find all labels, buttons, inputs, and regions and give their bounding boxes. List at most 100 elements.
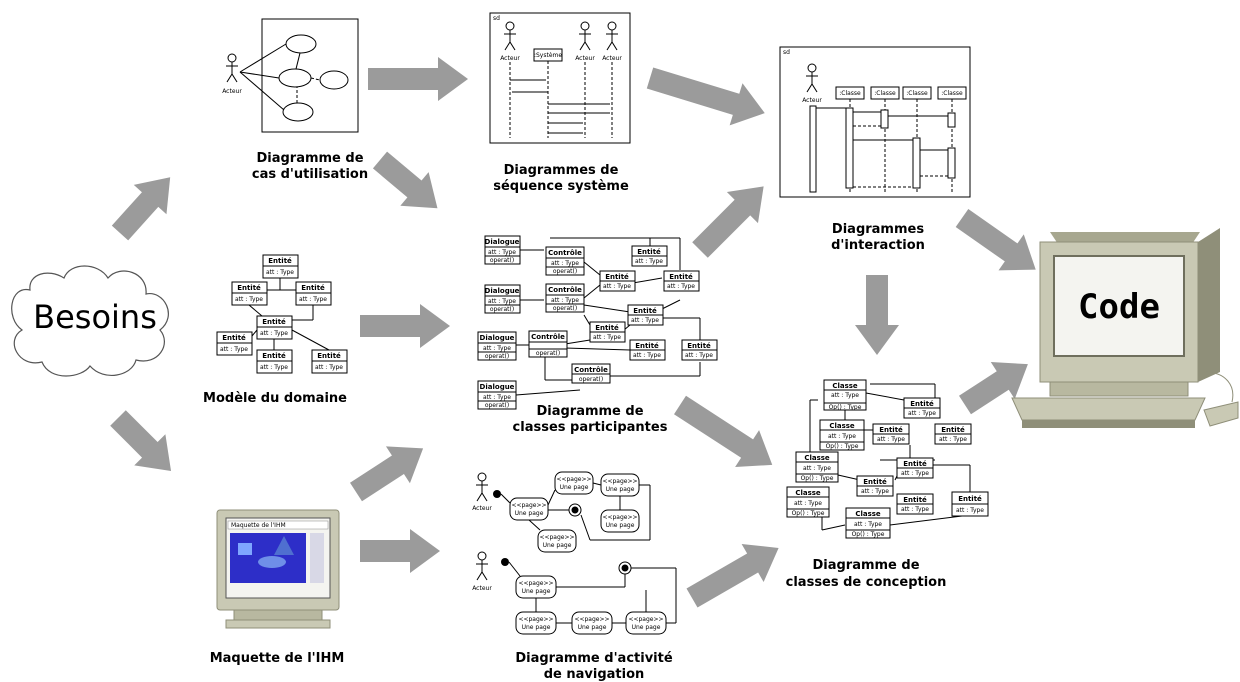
- use-case-diagram: Acteur Diagramme de cas d'utilisation: [222, 18, 368, 182]
- pc-controle-2-attr: att : Type: [551, 297, 579, 304]
- dc-classe-1-attr: att : Type: [831, 392, 859, 399]
- besoins-cloud: Besoins: [11, 265, 169, 377]
- sequence-actor-right: Acteur: [602, 55, 622, 62]
- pc-entity-5-attr: att : Type: [593, 334, 621, 341]
- pc-controle-3-op: operat(): [536, 350, 560, 357]
- domain-entity-5: Entité: [222, 334, 246, 342]
- interaction-caption-1: Diagrammes: [832, 222, 924, 237]
- pc-dialogue-1-op: operat(): [490, 257, 514, 264]
- pc-entity-1-attr: att : Type: [635, 258, 663, 265]
- design-caption-2: classes de conception: [786, 575, 947, 590]
- arrow-design-to-code: [959, 362, 1028, 415]
- dc-classe-5-attr: att : Type: [854, 521, 882, 528]
- pc-entity-6: Entité: [635, 342, 659, 350]
- dc-entity-2-attr: att : Type: [877, 436, 905, 443]
- dc-classe-2-attr: att : Type: [828, 433, 856, 440]
- interaction-frame-tag: sd: [783, 49, 790, 56]
- ui-mockup: Maquette de l'IHM Maquette de l'IHM: [210, 509, 344, 666]
- interaction-actor-label: Acteur: [802, 97, 822, 104]
- pc-entity-4: Entité: [633, 307, 657, 315]
- pc-dialogue-4: Dialogue: [480, 383, 515, 391]
- domain-entity-1-attr: att : Type: [266, 269, 294, 276]
- sequence-actor-left: Acteur: [500, 55, 520, 62]
- sequence-system-lifeline: :Système: [534, 52, 562, 59]
- participating-classes-diagram: Dialogue att : Type operat() Contrôle at…: [477, 235, 718, 435]
- pc-entity-7: Entité: [687, 342, 711, 350]
- mockup-window-title: Maquette de l'IHM: [231, 522, 286, 529]
- nav-page-7-stereo: <<page>>: [518, 616, 553, 623]
- domain-model-caption: Modèle du domaine: [203, 391, 347, 406]
- pc-controle-2: Contrôle: [548, 286, 582, 294]
- use-case-caption-2: cas d'utilisation: [252, 167, 368, 182]
- dc-classe-4: Classe: [795, 489, 821, 497]
- dc-classe-5-op: Op() : Type: [852, 531, 885, 538]
- nav-page-3-stereo: <<page>>: [602, 478, 637, 485]
- pc-controle-4-op: operat(): [579, 376, 603, 383]
- domain-entity-6-attr: att : Type: [260, 364, 288, 371]
- navigation-caption-1: Diagramme d'activité: [515, 651, 673, 666]
- nav-page-9-stereo: <<page>>: [628, 616, 663, 623]
- pc-dialogue-2: Dialogue: [485, 287, 520, 295]
- nav-page-6-label: Une page: [522, 588, 551, 595]
- arrow-navigation-to-design: [686, 543, 779, 608]
- pc-dialogue-1-attr: att : Type: [488, 249, 516, 256]
- domain-entity-2-attr: att : Type: [235, 296, 263, 303]
- pc-controle-1-attr: att : Type: [551, 260, 579, 267]
- arrow-usecase-to-participants: [372, 151, 438, 209]
- system-sequence-diagram: sd Acteur Acteur Acteur :Système Diagram…: [489, 12, 631, 194]
- participating-caption-2: classes participantes: [513, 420, 668, 435]
- pc-dialogue-4-attr: att : Type: [483, 394, 511, 401]
- design-caption-1: Diagramme de: [812, 558, 919, 573]
- pc-dialogue-1: Dialogue: [485, 238, 520, 246]
- flow-arrows: [110, 57, 1036, 608]
- nav-actor-top-label: Acteur: [472, 505, 492, 512]
- nav-page-2-stereo: <<page>>: [556, 476, 591, 483]
- dc-classe-3-attr: att : Type: [803, 465, 831, 472]
- dc-classe-5: Classe: [855, 510, 881, 518]
- pc-entity-3: Entité: [669, 273, 693, 281]
- pc-entity-4-attr: att : Type: [631, 317, 659, 324]
- pc-controle-3: Contrôle: [531, 333, 565, 341]
- nav-page-6-stereo: <<page>>: [518, 580, 553, 587]
- pc-entity-2: Entité: [605, 273, 629, 281]
- pc-dialogue-3-op: operat(): [485, 353, 509, 360]
- domain-entity-5-attr: att : Type: [220, 346, 248, 353]
- pc-dialogue-3: Dialogue: [480, 334, 515, 342]
- navigation-activity-diagram: Acteur <<page>> Une page <<page>> Une pa…: [472, 471, 677, 682]
- sequence-caption-2: séquence système: [493, 179, 629, 194]
- arrow-sequence-to-interaction: [646, 67, 765, 126]
- arrow-usecase-to-sequence: [368, 57, 468, 101]
- nav-page-4-stereo: <<page>>: [602, 514, 637, 521]
- interaction-object-1: :Classe: [839, 90, 861, 97]
- dc-classe-3: Classe: [804, 454, 830, 462]
- arrow-mockup-to-participants: [350, 446, 424, 502]
- dc-entity-4: Entité: [903, 460, 927, 468]
- dc-entity-5-attr: att : Type: [861, 488, 889, 495]
- pc-entity-2-attr: att : Type: [603, 283, 631, 290]
- arrow-besoins-to-usecase: [111, 177, 171, 241]
- nav-page-3-label: Une page: [606, 486, 635, 493]
- nav-page-1-stereo: <<page>>: [511, 502, 546, 509]
- dc-classe-4-op: Op() : Type: [792, 510, 825, 517]
- nav-page-8-stereo: <<page>>: [574, 616, 609, 623]
- arrow-interaction-to-design: [855, 275, 899, 355]
- nav-page-5-stereo: <<page>>: [539, 534, 574, 541]
- sequence-caption-1: Diagrammes de: [504, 163, 619, 178]
- design-classes-diagram: Classe att : Type Op() : Type Entité att…: [786, 379, 989, 590]
- dc-classe-3-op: Op() : Type: [801, 475, 834, 482]
- pc-controle-4: Contrôle: [574, 366, 608, 374]
- sequence-frame-tag: sd: [493, 15, 500, 22]
- dc-entity-1: Entité: [910, 400, 934, 408]
- use-case-caption-1: Diagramme de: [256, 151, 363, 166]
- arrow-besoins-to-mockup: [110, 410, 172, 472]
- dc-entity-4-attr: att : Type: [901, 470, 929, 477]
- navigation-caption-2: de navigation: [544, 667, 645, 682]
- pc-entity-1: Entité: [637, 248, 661, 256]
- pc-controle-2-op: operat(): [553, 305, 577, 312]
- nav-page-8-label: Une page: [578, 624, 607, 631]
- dc-entity-7: Entité: [958, 495, 982, 503]
- interaction-object-3: :Classe: [906, 90, 928, 97]
- domain-entity-3-attr: att : Type: [299, 296, 327, 303]
- domain-entity-7: Entité: [317, 352, 341, 360]
- dc-entity-7-attr: att : Type: [956, 507, 984, 514]
